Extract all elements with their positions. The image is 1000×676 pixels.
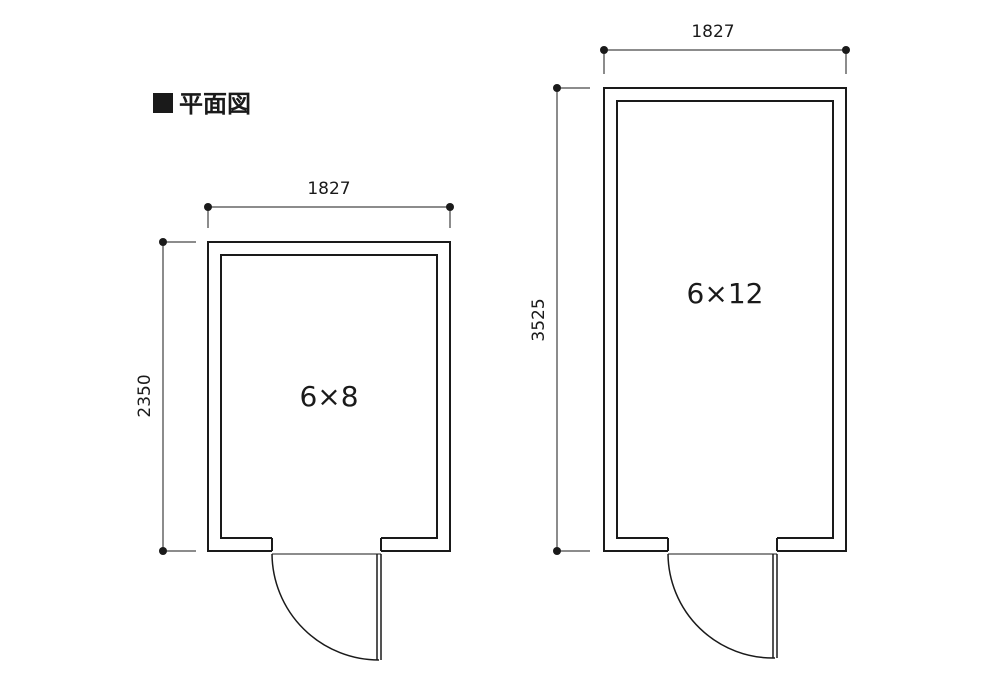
drawing-title: 平面図 [179, 90, 251, 118]
plan-6x8: 1827 2350 6×8 [135, 179, 454, 661]
plan-6x12: 1827 3525 6×12 [529, 22, 850, 659]
plan-6x12-depth-dimension: 3525 [529, 84, 590, 555]
plan-6x8-room-label: 6×8 [299, 380, 358, 413]
dimension-dot [446, 203, 454, 211]
plan-6x12-width-dimension: 1827 [600, 22, 850, 74]
dimension-dot [842, 46, 850, 54]
dimension-dot [553, 84, 561, 92]
plan-6x8-outer-wall [207, 241, 451, 552]
plan-6x8-depth-value: 2350 [135, 374, 155, 417]
plan-6x8-depth-dimension: 2350 [135, 238, 196, 555]
plan-6x8-inner-wall [220, 254, 438, 539]
dimension-dot [600, 46, 608, 54]
door-swing-arc [271, 553, 380, 661]
plan-6x12-depth-value: 3525 [529, 298, 549, 341]
door-swing-arc [667, 553, 776, 659]
dimension-dot [159, 238, 167, 246]
plan-6x12-width-value: 1827 [691, 22, 734, 42]
plan-6x12-inner-wall [616, 100, 834, 539]
dimension-dot [204, 203, 212, 211]
dimension-dot [159, 547, 167, 555]
title-square-marker [153, 93, 173, 113]
plan-6x12-outer-wall [603, 87, 847, 552]
plan-6x8-width-dimension: 1827 [204, 179, 454, 228]
plan-6x12-door [667, 553, 778, 659]
plan-6x12-room-label: 6×12 [687, 277, 764, 310]
dimension-dot [553, 547, 561, 555]
plan-6x8-door [271, 553, 382, 661]
plan-6x8-width-value: 1827 [307, 179, 350, 199]
